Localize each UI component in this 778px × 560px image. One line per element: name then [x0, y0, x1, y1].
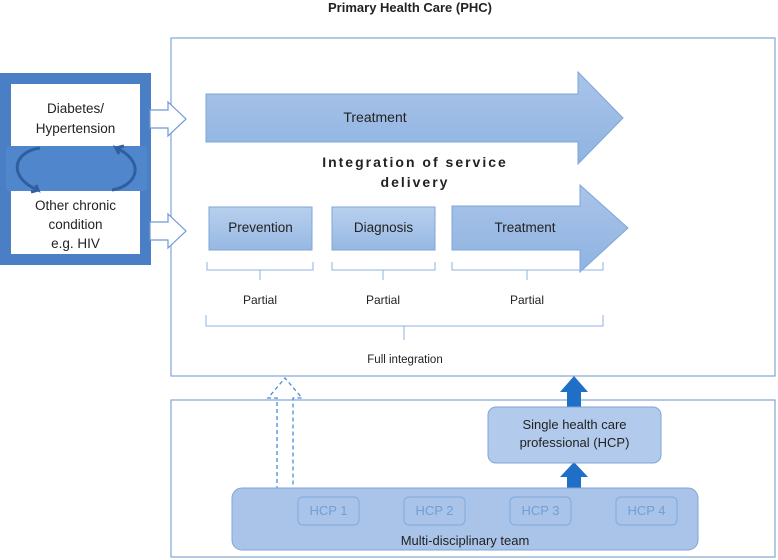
brace-treatment [451, 262, 604, 280]
cycle-arrow-right-icon [111, 144, 137, 192]
diagnosis-box [331, 206, 436, 251]
dashed-up-arrow-icon [266, 376, 304, 491]
hcp3-label: HCP 3 [521, 503, 560, 518]
brace-full [205, 315, 604, 340]
condition-bottom-line2: condition [48, 217, 103, 232]
partial-label-1: Partial [242, 293, 277, 307]
page-title: Primary Health Care (PHC) [328, 0, 492, 15]
single-hcp-line2: professional (HCP) [519, 435, 630, 450]
hcp4-box [615, 496, 678, 526]
team-frame [170, 399, 776, 558]
prevention-label: Prevention [228, 220, 293, 235]
step-treatment-arrow [451, 183, 629, 274]
integration-line2: delivery [380, 174, 450, 190]
top-treatment-label: Treatment [343, 109, 407, 125]
brace-prevention [206, 262, 314, 280]
condition-top-line1: Diabetes/ [46, 101, 105, 116]
hcp2-box [403, 496, 466, 526]
single-hcp-label: Single health care professional (HCP) [488, 416, 661, 452]
input-arrow-bottom-icon [149, 212, 187, 250]
integration-label: Integration of service delivery [280, 152, 550, 192]
hcp4-label: HCP 4 [627, 503, 666, 518]
prevention-box [208, 206, 313, 251]
hcp1-box [297, 496, 360, 526]
top-treatment-arrow [205, 70, 624, 166]
input-arrow-top-icon [149, 100, 187, 138]
full-integration-label: Full integration [367, 354, 443, 366]
cycle-arrow-left-icon [15, 146, 41, 194]
conditions-link-band [6, 146, 147, 191]
treatment-step-label: Treatment [494, 220, 556, 235]
solid-up-arrow-bottom-icon [560, 462, 588, 489]
team-label: Multi-disciplinary team [400, 533, 530, 548]
condition-top-line2: Hypertension [35, 121, 116, 136]
partial-label-2: Partial [365, 293, 400, 307]
hcp3-box [509, 496, 572, 526]
diagnosis-label: Diagnosis [353, 220, 414, 235]
partial-label-3: Partial [509, 293, 544, 307]
hcp2-label: HCP 2 [415, 503, 454, 518]
single-hcp-box [487, 406, 662, 464]
hcp1-label: HCP 1 [309, 503, 348, 518]
single-hcp-line1: Single health care [522, 417, 627, 432]
condition-bottom-line1: Other chronic [34, 198, 117, 213]
condition-bottom-line3: e.g. HIV [51, 236, 100, 251]
condition-bottom-label: Other chronic condition e.g. HIV [14, 196, 137, 253]
integration-line1: Integration of service [322, 154, 508, 170]
condition-top-label: Diabetes/ Hypertension [14, 99, 137, 139]
brace-diagnosis [331, 262, 436, 280]
phc-frame [170, 37, 776, 377]
solid-up-arrow-top-icon [560, 376, 588, 407]
